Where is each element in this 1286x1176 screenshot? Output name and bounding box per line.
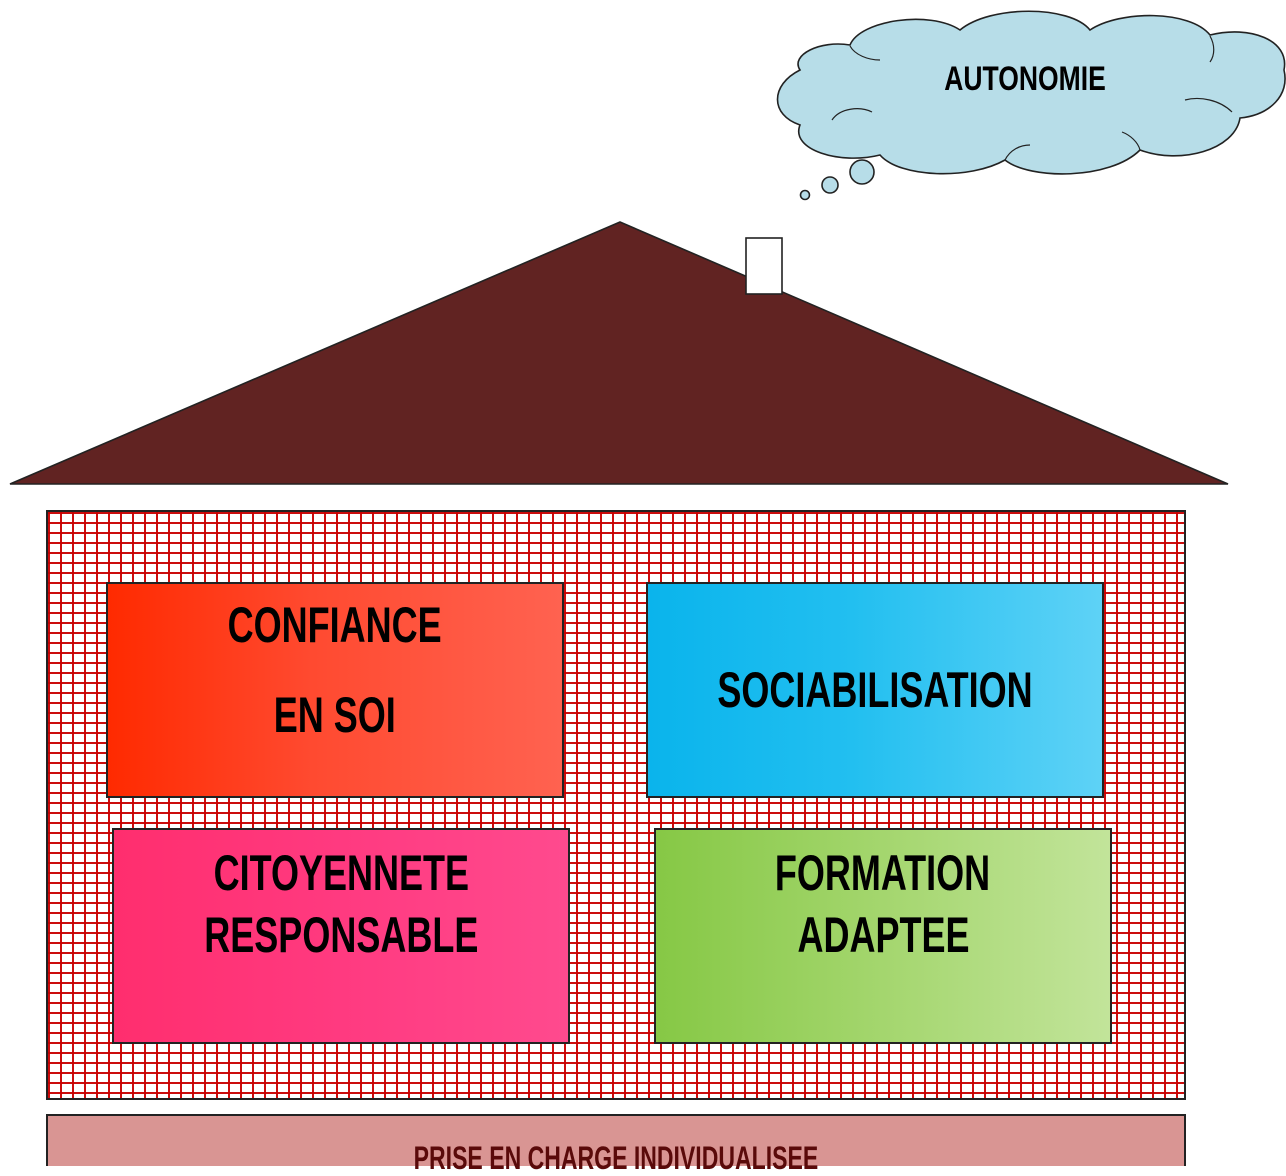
foundation: PRISE EN CHARGE INDIVIDUALISEE: [46, 1114, 1186, 1174]
pillar-sociabilisation: SOCIABILISATION: [646, 582, 1104, 798]
chimney: [745, 237, 783, 295]
pillar-label: CONFIANCE: [228, 597, 442, 653]
thought-bubble-medium: [821, 176, 839, 194]
pillar-label: RESPONSABLE: [203, 907, 479, 963]
pillar-label: ADAPTEE: [796, 907, 970, 963]
roof: [9, 221, 1229, 485]
cloud-detail: [1004, 144, 1031, 161]
pillar-label: CITOYENNETE: [213, 845, 469, 901]
pillar-citoyennete-responsable: CITOYENNETE RESPONSABLE: [112, 828, 570, 1044]
thought-bubble-large: [849, 159, 875, 185]
cloud-detail: [1209, 35, 1215, 63]
cloud-detail: [1184, 97, 1233, 113]
pillar-label: FORMATION: [775, 845, 991, 901]
house-illustration: [9, 10, 1286, 485]
cloud-detail: [849, 45, 881, 61]
cloud-shape: [776, 10, 1286, 175]
pillar-confiance-en-soi: CONFIANCE EN SOI: [106, 582, 564, 798]
thought-bubble-small: [799, 189, 811, 201]
cloud-detail: [1121, 131, 1141, 151]
pillar-label: SOCIABILISATION: [717, 662, 1033, 718]
foundation-label: PRISE EN CHARGE INDIVIDUALISEE: [413, 1140, 819, 1176]
pillar-formation-adaptee: FORMATION ADAPTEE: [654, 828, 1112, 1044]
cloud-detail: [831, 108, 873, 121]
pillar-label: EN SOI: [273, 687, 397, 743]
cloud-label: AUTONOMIE: [944, 59, 1106, 98]
